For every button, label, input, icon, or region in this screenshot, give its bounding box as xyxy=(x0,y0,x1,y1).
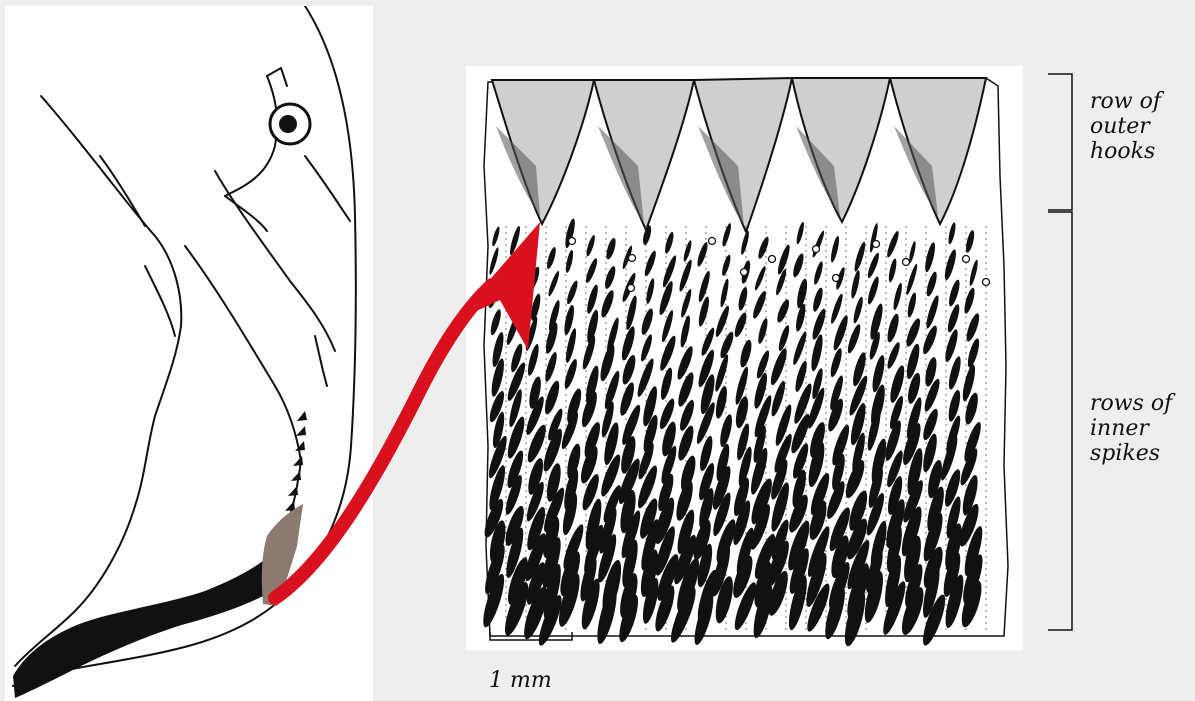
inner-spikes-label: rows of inner spikes xyxy=(1090,391,1195,466)
bill-tip xyxy=(13,558,273,698)
outer-hooks-bracket xyxy=(1048,74,1072,210)
inner-spikes-bracket xyxy=(1048,212,1072,630)
highlighted-lamellae-region xyxy=(262,504,303,606)
flamingo-head-drawing xyxy=(5,6,373,701)
lamellae-magnification xyxy=(466,66,1023,650)
scale-label: 1 mm xyxy=(489,668,552,693)
flamingo-head-illustration xyxy=(5,6,373,701)
outer-hooks-label: row of outer hooks xyxy=(1090,89,1195,164)
eye-pupil-icon xyxy=(279,115,297,133)
lamellae-drawing xyxy=(466,66,1023,650)
